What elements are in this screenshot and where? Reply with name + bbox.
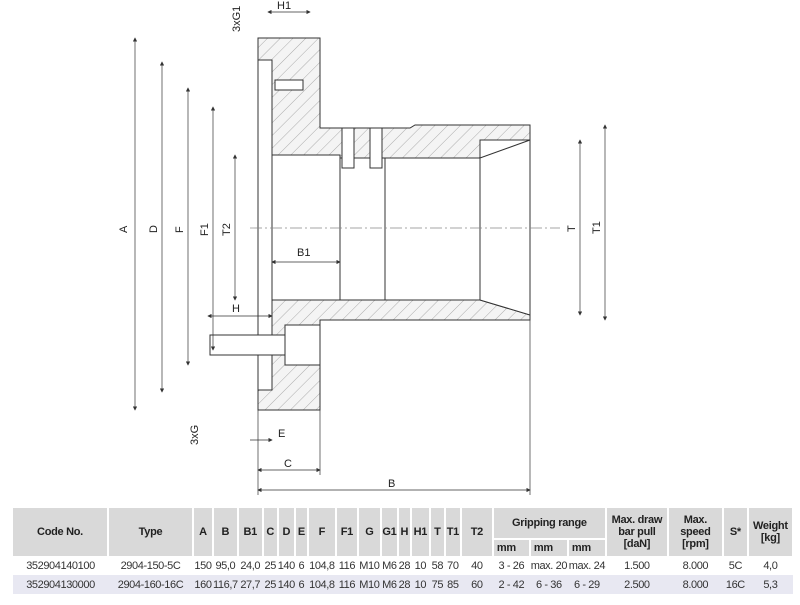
col-g1: G1 (380, 508, 399, 556)
table-cell: 10 (410, 575, 430, 594)
table-cell: 6 (298, 559, 305, 572)
table-cell: 116 (335, 575, 358, 594)
col-weight: Weight[kg] (747, 508, 794, 556)
table-cell: M6 (380, 575, 398, 594)
table-cell: M10 (359, 559, 380, 572)
table-subheader-row: mm mm mm (13, 539, 793, 556)
table-cell: 5C (728, 559, 743, 572)
table-cell: 116,7 (213, 575, 238, 594)
table-cell: max. 20 (530, 559, 568, 572)
table-cell: 58 (431, 559, 444, 572)
table-cell: 2904-160-16C (108, 575, 193, 594)
label-b: B (388, 478, 395, 490)
specs-table: Code No. Type A B B1 C D E F F1 G G1 H H… (13, 508, 794, 594)
col-f: F (307, 508, 337, 556)
label-t1: T1 (591, 221, 603, 234)
table-header-row: Code No. Type A B B1 C D E F F1 G G1 H H… (13, 508, 794, 556)
label-b1: B1 (297, 247, 310, 259)
table-cell: 28 (398, 559, 411, 572)
dimension-lines (132, 9, 608, 495)
col-s: S* (722, 508, 749, 556)
table-cell: 150 (194, 559, 212, 572)
col-t2: T2 (460, 508, 494, 556)
table-cell: 352904130000 (13, 575, 108, 594)
grip-unit-3: mm (567, 539, 607, 556)
grip-unit-1: mm (492, 539, 531, 556)
table-cell: 1.500 (624, 559, 650, 572)
table-cell: 70 (447, 559, 459, 572)
table-cell: 2.500 (605, 575, 668, 594)
table-cell: 3 - 26 (498, 559, 525, 572)
table-cell: 8.000 (682, 559, 709, 572)
table-cell: 85 (444, 575, 461, 594)
table-cell: 5,3 (747, 575, 793, 594)
table-cell: 104,8 (309, 559, 335, 572)
grip-unit-2: mm (529, 539, 569, 556)
col-b1: B1 (237, 508, 264, 556)
col-a: A (193, 508, 214, 556)
col-b: B (213, 508, 239, 556)
col-h1: H1 (410, 508, 431, 556)
table-cell: 40 (471, 559, 483, 572)
col-type: Type (108, 508, 194, 556)
table-cell: 352904140100 (26, 559, 95, 572)
table-cell: 160 (193, 575, 213, 594)
label-f1: F1 (199, 223, 211, 236)
label-d: D (148, 225, 160, 233)
label-c: C (284, 458, 292, 470)
table-cell: 25 (264, 559, 277, 572)
label-t: T (566, 225, 578, 232)
label-f: F (174, 226, 186, 233)
label-h: H (232, 303, 240, 315)
table-cell: M6 (382, 559, 397, 572)
label-t2: T2 (221, 223, 233, 236)
label-e: E (278, 428, 285, 440)
table-cell: 60 (460, 575, 493, 594)
table-cell: 25 (262, 575, 278, 594)
col-gripping-range: Gripping range (492, 508, 607, 540)
col-t1: T1 (444, 508, 462, 556)
table-cell: 24,0 (240, 559, 261, 572)
col-h: H (397, 508, 412, 556)
part-section (209, 37, 531, 411)
table-cell: 95,0 (215, 559, 236, 572)
table-cell: 8.000 (667, 575, 723, 594)
table-cell: M10 (357, 575, 381, 594)
table-cell: 75 (429, 575, 445, 594)
table-cell: max. 24 (568, 559, 606, 572)
col-t: T (429, 508, 446, 556)
table-cell: 6 - 36 (529, 575, 568, 594)
table-cell: 116 (338, 559, 356, 572)
label-3xg: 3xG (189, 425, 201, 445)
label-a: A (118, 225, 130, 233)
col-f1: F1 (335, 508, 359, 556)
table-cell: 16C (722, 575, 748, 594)
table-cell: 28 (397, 575, 411, 594)
col-g: G (357, 508, 382, 556)
table-cell: 6 (294, 575, 308, 594)
table-cell: 10 (414, 559, 427, 572)
table-cell: 140 (277, 575, 295, 594)
table-cell: 4,0 (763, 559, 778, 572)
table-cell: 27,7 (237, 575, 263, 594)
table-cell: 2904-150-5C (120, 559, 181, 572)
table-cell: 2 - 42 (492, 575, 530, 594)
dimension-labels: H1 3xG1 A D F F1 T2 B1 H 3xG E C B T T1 (118, 0, 603, 490)
col-c: C (262, 508, 279, 556)
col-e: E (294, 508, 309, 556)
table-cell: 104,8 (307, 575, 336, 594)
table-cell: 140 (277, 559, 296, 572)
col-d: D (277, 508, 296, 556)
col-speed: Max.speed[rpm] (667, 508, 724, 556)
technical-drawing: H1 3xG1 A D F F1 T2 B1 H 3xG E C B T T1 (118, 0, 608, 495)
label-h1: H1 (277, 0, 291, 12)
col-code: Code No. (13, 508, 109, 556)
table-cell: 6 - 29 (567, 575, 606, 594)
label-3xg1: 3xG1 (231, 6, 243, 32)
